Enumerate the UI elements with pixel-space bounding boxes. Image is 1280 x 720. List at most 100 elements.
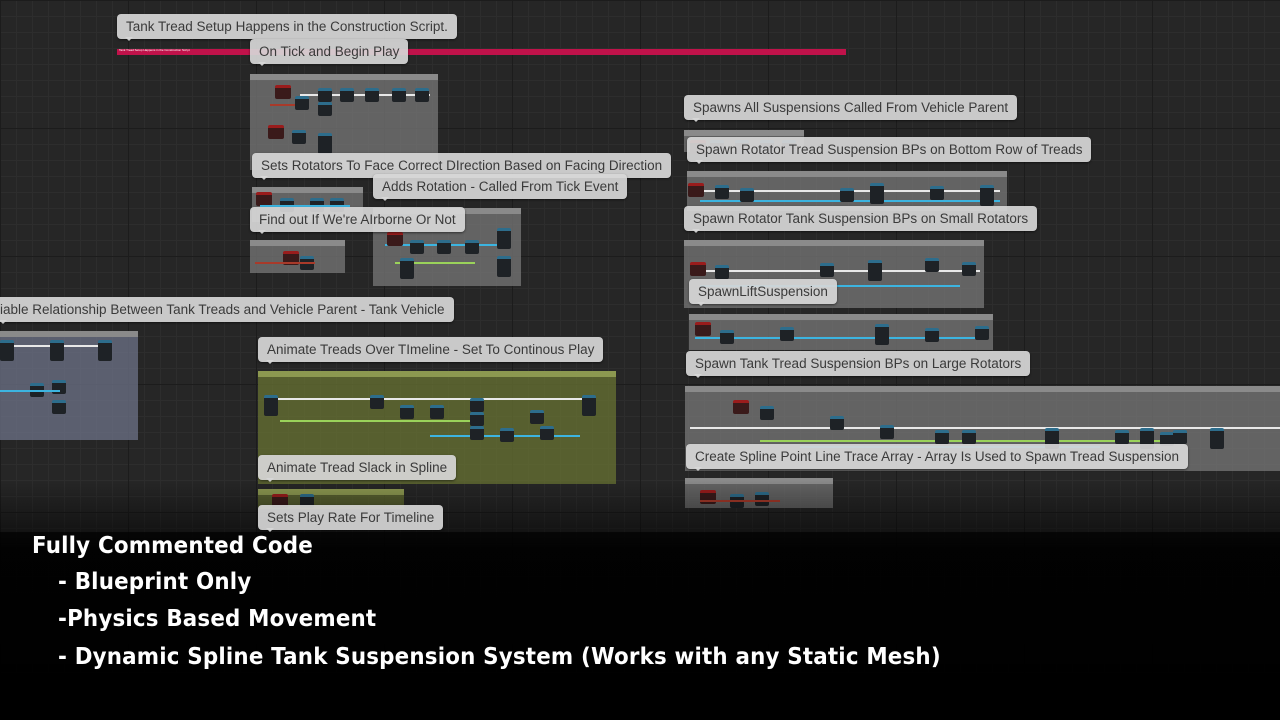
blueprint-node[interactable]: [318, 88, 332, 102]
blueprint-node[interactable]: [780, 327, 794, 341]
comment-bubble[interactable]: Sets Rotators To Face Correct DIrection …: [252, 153, 672, 180]
blueprint-node[interactable]: [830, 416, 844, 430]
text-overlay-shade: [0, 532, 1280, 720]
blueprint-node[interactable]: [930, 186, 944, 200]
blueprint-node[interactable]: [470, 412, 484, 426]
blueprint-node[interactable]: [415, 88, 429, 102]
blueprint-node[interactable]: [292, 130, 306, 144]
blueprint-node[interactable]: [688, 183, 704, 197]
blueprint-node[interactable]: [980, 185, 994, 206]
blueprint-node[interactable]: [410, 240, 424, 254]
blueprint-node[interactable]: [695, 322, 711, 336]
blueprint-node[interactable]: [283, 251, 299, 265]
blueprint-node[interactable]: [340, 88, 354, 102]
blueprint-node[interactable]: [1210, 428, 1224, 449]
blueprint-wire: [690, 270, 980, 272]
blueprint-node[interactable]: [870, 183, 884, 204]
blueprint-node[interactable]: [98, 340, 112, 361]
blueprint-node[interactable]: [760, 406, 774, 420]
comment-bubble[interactable]: Animate Treads Over TImeline - Set To Co…: [258, 337, 604, 364]
blueprint-node[interactable]: [740, 188, 754, 202]
blueprint-node[interactable]: [720, 330, 734, 344]
blueprint-node[interactable]: [875, 324, 889, 345]
blueprint-node[interactable]: [975, 326, 989, 340]
blueprint-node[interactable]: [540, 426, 554, 440]
blueprint-node[interactable]: [50, 340, 64, 361]
blueprint-wire: [690, 427, 1280, 429]
blueprint-node[interactable]: [256, 192, 272, 206]
blueprint-wire: [255, 262, 315, 264]
blueprint-node[interactable]: [500, 428, 514, 442]
blueprint-node[interactable]: [582, 395, 596, 416]
blueprint-node[interactable]: [387, 232, 403, 246]
blueprint-node[interactable]: [370, 395, 384, 409]
comment-bubble[interactable]: Find out If We're AIrborne Or Not: [250, 207, 465, 234]
blueprint-node[interactable]: [318, 133, 332, 154]
blueprint-node[interactable]: [1160, 432, 1174, 446]
blueprint-node[interactable]: [715, 185, 729, 199]
blueprint-node[interactable]: [497, 228, 511, 249]
blueprint-node[interactable]: [1045, 428, 1059, 449]
blueprint-node[interactable]: [925, 258, 939, 272]
blueprint-node[interactable]: [962, 430, 976, 444]
blueprint-node[interactable]: [392, 88, 406, 102]
blueprint-node[interactable]: [733, 400, 749, 414]
blueprint-wire: [260, 205, 350, 207]
blueprint-node[interactable]: [962, 262, 976, 276]
blueprint-node[interactable]: [880, 425, 894, 439]
overlay-feature: -Physics Based Movement: [58, 606, 377, 632]
comment-bubble[interactable]: Tank Tread Setup Happens in the Construc…: [117, 14, 457, 41]
blueprint-wire: [395, 262, 475, 264]
overlay-title: Fully Commented Code: [32, 533, 313, 559]
blueprint-node[interactable]: [497, 256, 511, 277]
blueprint-node[interactable]: [400, 258, 414, 279]
blueprint-node[interactable]: [275, 85, 291, 99]
blueprint-node[interactable]: [318, 102, 332, 116]
blueprint-node[interactable]: [1115, 430, 1129, 444]
blueprint-wire: [760, 440, 1160, 442]
blueprint-node[interactable]: [1173, 430, 1187, 444]
blueprint-node[interactable]: [530, 410, 544, 424]
blueprint-node[interactable]: [715, 265, 729, 279]
blueprint-node[interactable]: [840, 188, 854, 202]
blueprint-node[interactable]: [365, 88, 379, 102]
blueprint-node[interactable]: [264, 395, 278, 416]
blueprint-node[interactable]: [465, 240, 479, 254]
blueprint-node[interactable]: [470, 426, 484, 440]
overlay-feature: - Blueprint Only: [58, 569, 252, 595]
blueprint-node[interactable]: [690, 262, 706, 276]
blueprint-wire: [280, 420, 480, 422]
comment-bubble[interactable]: Adds Rotation - Called From Tick Event: [373, 174, 628, 201]
blueprint-node[interactable]: [295, 96, 309, 110]
blueprint-node[interactable]: [935, 430, 949, 444]
blueprint-node[interactable]: [400, 405, 414, 419]
blueprint-node[interactable]: [1140, 428, 1154, 449]
blueprint-node[interactable]: [868, 260, 882, 281]
blueprint-wire: [270, 104, 300, 106]
construction-script-bar: Tank Tread Setup Happens in the Construc…: [117, 48, 846, 55]
blueprint-node[interactable]: [437, 240, 451, 254]
blueprint-node[interactable]: [52, 400, 66, 414]
comment-bubble[interactable]: Spawns All Suspensions Called From Vehic…: [684, 95, 1018, 122]
construction-bar-label: Tank Tread Setup Happens in the Construc…: [119, 48, 190, 52]
blueprint-node[interactable]: [268, 125, 284, 139]
graph-group-relationship: [0, 331, 138, 440]
comment-bubble[interactable]: SpawnLiftSuspension: [689, 279, 837, 306]
comment-bubble[interactable]: Spawn Tank Tread Suspension BPs on Large…: [686, 351, 1031, 378]
comment-bubble[interactable]: iable Relationship Between Tank Treads a…: [0, 297, 454, 324]
text-overlay-shade-fade: [0, 480, 1280, 532]
blueprint-node[interactable]: [430, 405, 444, 419]
comment-bubble[interactable]: Spawn Rotator Tank Suspension BPs on Sma…: [684, 206, 1038, 233]
blueprint-node[interactable]: [0, 340, 14, 361]
blueprint-wire: [265, 398, 595, 400]
comment-bubble[interactable]: On Tick and Begin Play: [250, 39, 409, 66]
blueprint-node[interactable]: [470, 398, 484, 412]
comment-bubble[interactable]: Animate Tread Slack in Spline: [258, 455, 457, 482]
comment-bubble[interactable]: Spawn Rotator Tread Suspension BPs on Bo…: [687, 137, 1092, 164]
blueprint-wire: [0, 390, 60, 392]
blueprint-node[interactable]: [925, 328, 939, 342]
comment-bubble[interactable]: Create Spline Point Line Trace Array - A…: [686, 444, 1189, 471]
blueprint-node[interactable]: [820, 263, 834, 277]
overlay-feature: - Dynamic Spline Tank Suspension System …: [58, 644, 941, 670]
comment-bubble[interactable]: Sets Play Rate For Timeline: [258, 505, 444, 532]
